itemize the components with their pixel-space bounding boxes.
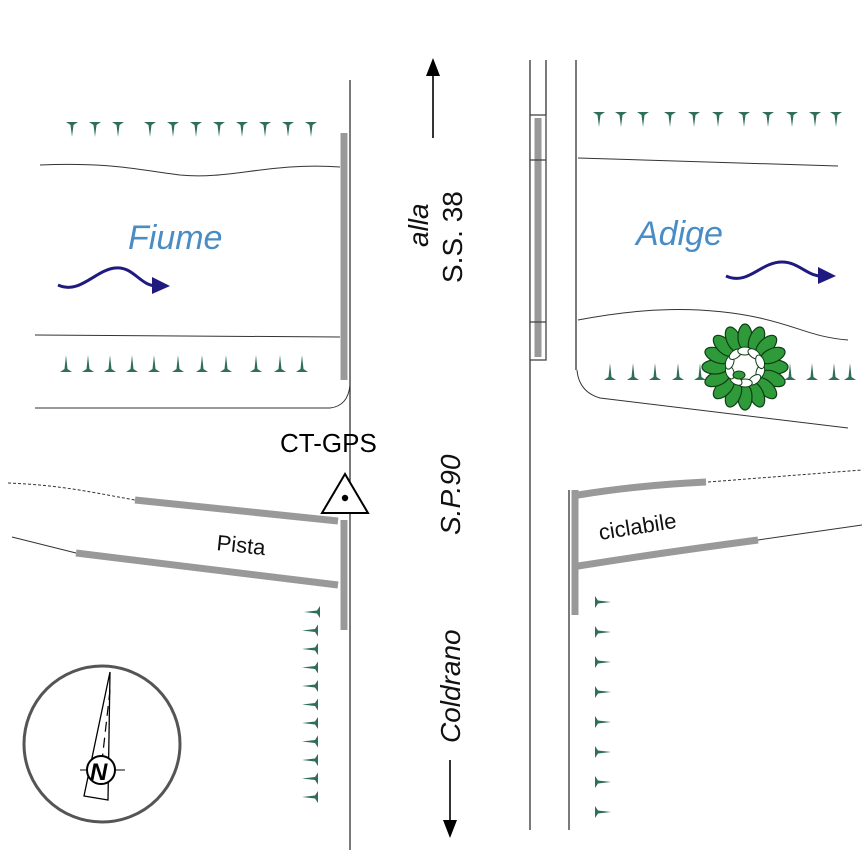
grass-symbol xyxy=(844,363,856,380)
river-banks-right xyxy=(576,157,849,429)
grass-symbol xyxy=(259,122,271,137)
grass-symbol xyxy=(627,363,639,380)
grass-symbol xyxy=(786,112,798,127)
grass-symbol xyxy=(649,363,661,380)
grass-symbol xyxy=(302,661,318,674)
river-label-fiume: Fiume xyxy=(128,219,222,257)
grass-symbol xyxy=(144,122,156,137)
bridge-walls xyxy=(340,114,547,380)
grass-symbol xyxy=(250,355,262,372)
grass-symbol xyxy=(302,680,318,692)
grass-symbol xyxy=(595,656,611,668)
grass-symbol xyxy=(172,355,184,372)
grass-symbol xyxy=(302,791,318,803)
grass-symbol xyxy=(595,806,611,818)
grass-symbol xyxy=(89,122,101,137)
grass-symbol xyxy=(593,112,605,127)
grass-symbol xyxy=(302,754,318,766)
river-banks-left xyxy=(34,163,351,409)
grass-symbol xyxy=(296,355,308,372)
grass-symbol xyxy=(595,746,611,758)
grass-symbol xyxy=(60,355,72,372)
compass-letter: N xyxy=(90,759,108,786)
grass-symbol xyxy=(302,624,318,637)
grass-symbol xyxy=(302,698,318,711)
grass-symbol xyxy=(282,122,294,137)
grass-symbol xyxy=(688,112,700,127)
grass-symbol xyxy=(302,717,318,729)
station-label: CT-GPS xyxy=(280,428,377,458)
grass-symbol xyxy=(664,112,676,127)
grass-symbol xyxy=(694,363,706,380)
grass-symbol xyxy=(809,112,821,127)
grass-symbol xyxy=(784,363,796,380)
grass-symbol xyxy=(213,122,225,137)
path-label-pista: Pista xyxy=(215,530,267,560)
grass-symbol xyxy=(595,686,611,698)
road-label-coldrano: Coldrano xyxy=(435,629,466,743)
grass-symbol xyxy=(828,363,840,380)
grass-symbol xyxy=(236,122,248,137)
grass-symbol xyxy=(595,776,611,788)
grass-symbol xyxy=(302,772,318,785)
tree-cluster-icon xyxy=(701,323,789,411)
grass-symbol xyxy=(66,122,78,137)
road-label-ss38: S.S. 38 xyxy=(437,191,468,283)
grass-symbol xyxy=(274,355,286,372)
grass-symbol xyxy=(196,355,208,372)
tree-leaf xyxy=(755,354,766,370)
flow-arrow-right-icon xyxy=(725,260,836,284)
grass-symbol xyxy=(738,112,750,127)
river-label-adige: Adige xyxy=(634,215,723,253)
grass-symbol xyxy=(220,355,232,372)
grass-symbol xyxy=(712,112,724,127)
grass-symbol xyxy=(595,626,611,638)
grass-symbol xyxy=(830,112,842,127)
arrow-north-icon xyxy=(426,58,440,138)
grass-symbol xyxy=(806,363,818,380)
grass-symbol xyxy=(148,355,160,372)
gps-station-icon xyxy=(320,472,370,514)
grass-symbol xyxy=(167,122,179,137)
grass-symbol xyxy=(304,606,320,618)
grass-symbol xyxy=(104,355,116,372)
grass-symbol xyxy=(637,112,649,127)
grass-symbol xyxy=(672,363,684,380)
grass-symbol xyxy=(112,122,124,137)
road-label-alla: alla xyxy=(403,203,434,247)
grass-symbol xyxy=(126,355,138,372)
compass-icon xyxy=(22,664,182,824)
grass-symbol xyxy=(595,596,611,608)
tree-core xyxy=(732,370,746,380)
grass-symbol xyxy=(82,355,94,372)
grass-symbol xyxy=(604,363,616,380)
grass-symbol xyxy=(615,112,627,127)
vegetation-symbols xyxy=(60,112,856,818)
flow-arrow-left-icon xyxy=(57,266,170,294)
cycle-path xyxy=(7,469,863,630)
arrow-south-icon xyxy=(443,760,457,838)
grass-symbol xyxy=(302,735,318,748)
grass-symbol xyxy=(190,122,202,137)
grass-symbol xyxy=(305,122,317,137)
path-label-ciclabile: ciclabile xyxy=(597,508,678,545)
grass-symbol xyxy=(595,716,611,728)
grass-symbol xyxy=(302,643,318,655)
road-label-sp90: S.P.90 xyxy=(435,454,466,535)
grass-symbol xyxy=(762,112,774,127)
